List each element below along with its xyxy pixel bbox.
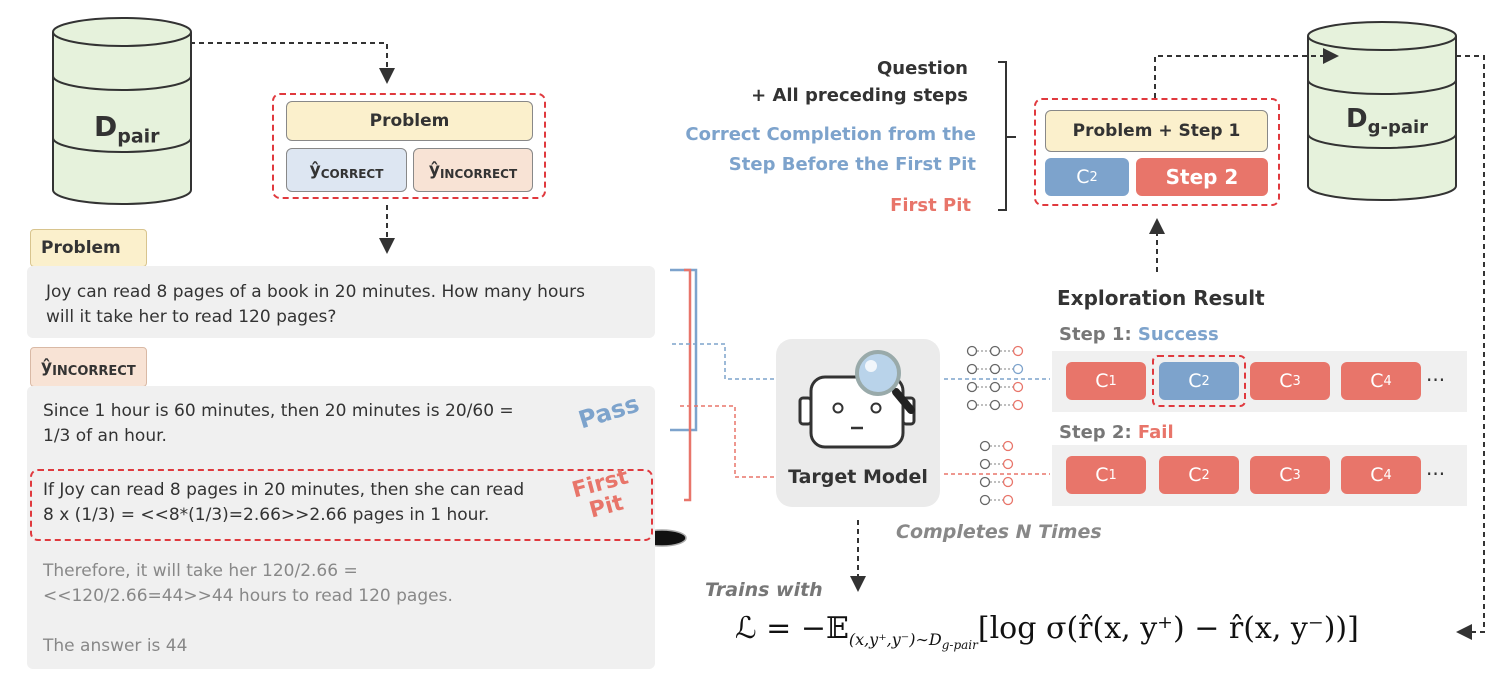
dpair-label: Dpair	[94, 110, 160, 148]
pass-bracket	[670, 268, 698, 432]
legend-correct-line-1: Correct Completion from the	[685, 124, 976, 145]
step2-status: Fail	[1137, 422, 1174, 443]
gpair-problem-step-label: Problem + Step 1	[1072, 121, 1241, 141]
gpair-step2-box: Step 2	[1136, 158, 1268, 196]
legend-question: Question	[877, 58, 968, 79]
pair-correct-main: ŷ	[309, 160, 321, 180]
completion-chains-success	[966, 345, 1024, 411]
legend-first-pit: First Pit	[890, 195, 971, 216]
step1-prefix: Step 1:	[1059, 324, 1138, 345]
arrow-dpair-to-pair	[190, 42, 395, 84]
exploration-step1-header: Step 1: Success	[1059, 324, 1219, 345]
pair-problem-box: Problem	[286, 101, 533, 141]
first-pit-box	[30, 469, 653, 541]
magnifier-icon	[855, 350, 915, 414]
solution-panel	[27, 386, 655, 669]
pair-problem-label: Problem	[369, 111, 450, 131]
gpair-problem-step-box: Problem + Step 1	[1045, 110, 1268, 152]
legend-correct-block: Correct Completion from the Step Before …	[660, 120, 976, 180]
solution-step-4: The answer is 44	[43, 636, 188, 656]
problem-tag: Problem	[30, 229, 147, 267]
incorrect-tag-sub: INCORRECT	[52, 363, 136, 379]
exploration-title: Exploration Result	[1057, 286, 1265, 310]
problem-tag-label: Problem	[41, 238, 121, 258]
gpair-step2-label: Step 2	[1165, 165, 1239, 189]
step2-line-2: 8 x (1/3) = <<8*(1/3)=2.66>>2.66 pages i…	[43, 505, 490, 525]
gpair-c2-sub: 2	[1089, 169, 1098, 185]
problem-panel	[27, 266, 655, 338]
pair-incorrect-sub: INCORRECT	[439, 167, 518, 181]
step1-ellipsis: ···	[1426, 368, 1446, 392]
step3-line-2: <<120/2.66=44>>44 hours to read 120 page…	[43, 586, 453, 606]
exploration-step2-header: Step 2: Fail	[1059, 422, 1174, 443]
legend-bracket	[998, 61, 1016, 211]
arrow-gpair-to-db	[1154, 48, 1339, 98]
pair-incorrect-main: ŷ	[428, 160, 440, 180]
loss-formula-sub2: g-pair	[941, 638, 978, 653]
dgpair-main: D	[1346, 104, 1368, 134]
legend-correct-line-2: Step Before the First Pit	[728, 154, 976, 175]
loss-formula-body: [log σ(r̂(x, y⁺) − r̂(x, y⁻))]	[977, 611, 1359, 646]
legend-question-block: Question + All preceding steps	[660, 55, 968, 109]
gpair-c2-main: C	[1076, 166, 1090, 188]
completion-chains-fail	[979, 440, 1014, 506]
step2-prefix: Step 2:	[1059, 422, 1138, 443]
step1-selected-marker	[1152, 355, 1246, 407]
step1-status: Success	[1137, 324, 1219, 345]
step1-line-1: Since 1 hour is 60 minutes, then 20 minu…	[43, 401, 514, 421]
blue-connector	[672, 343, 780, 380]
dpair-main: D	[94, 110, 118, 143]
step2-line-1: If Joy can read 8 pages in 20 minutes, t…	[43, 480, 525, 500]
solution-step-2: If Joy can read 8 pages in 20 minutes, t…	[43, 478, 524, 528]
firstpit-bracket	[684, 268, 692, 502]
dgpair-database	[1307, 21, 1457, 201]
dgpair-sub: g-pair	[1367, 117, 1429, 139]
problem-text: Joy can read 8 pages of a book in 20 min…	[46, 280, 585, 330]
completes-n-times: Completes N Times	[896, 521, 1102, 543]
target-model-label: Target Model	[788, 466, 928, 488]
solution-step-3: Therefore, it will take her 120/2.66 = <…	[43, 559, 453, 609]
step3-line-1: Therefore, it will take her 120/2.66 =	[43, 561, 358, 581]
loss-formula-prefix: ℒ = −𝔼	[735, 611, 849, 646]
dpair-sub: pair	[117, 125, 160, 148]
step1-line-2: 1/3 of an hour.	[43, 426, 167, 446]
pair-dashed-box	[272, 93, 546, 199]
problem-line-2: will it take her to read 120 pages?	[46, 307, 337, 327]
solution-step-1: Since 1 hour is 60 minutes, then 20 minu…	[43, 399, 514, 449]
arrow-db-to-loss	[1456, 55, 1485, 640]
dpair-database	[52, 17, 192, 205]
pair-correct-sub: CORRECT	[320, 167, 384, 181]
trains-with-label: Trains with	[705, 579, 823, 601]
red-connector	[680, 405, 780, 478]
gpair-dashed-box	[1034, 98, 1280, 206]
step2-ellipsis: ···	[1426, 462, 1446, 486]
incorrect-tag-main: ŷ	[41, 357, 53, 377]
legend-preceding: + All preceding steps	[751, 85, 968, 106]
loss-formula: ℒ = −𝔼(x,y⁺,y⁻)∼Dg-pair[log σ(r̂(x, y⁺) …	[735, 611, 1359, 652]
dgpair-label: Dg-pair	[1346, 104, 1428, 138]
problem-line-1: Joy can read 8 pages of a book in 20 min…	[46, 282, 585, 302]
loss-formula-sub: (x,y⁺,y⁻)∼D	[848, 630, 942, 649]
